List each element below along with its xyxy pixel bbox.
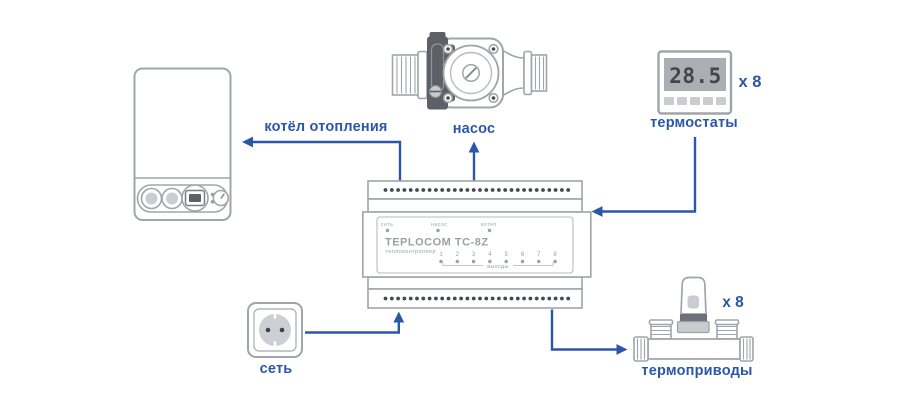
- pump-label: насос: [452, 121, 496, 137]
- outputs-bracket-right: [513, 262, 554, 266]
- boiler-illustration: [133, 67, 232, 221]
- socket-hole-icon: [279, 327, 285, 333]
- controller-indicator-label: сеть: [381, 222, 393, 228]
- actuators-multiplier: x 8: [722, 294, 744, 311]
- outputs-bracket-left: [442, 262, 483, 266]
- manifold-port: [648, 319, 674, 340]
- indicator-led-icon: [385, 228, 390, 233]
- svg-text:4: 4: [488, 252, 492, 258]
- socket-connector-line: [305, 321, 400, 334]
- indicator-led-icon: [436, 228, 440, 233]
- svg-text:5: 5: [505, 252, 509, 258]
- socket-notch: [273, 341, 277, 347]
- controller-strip: [367, 276, 583, 290]
- socket-arrowhead-icon: [393, 311, 405, 323]
- boiler-arrowhead-icon: [242, 136, 253, 148]
- manifold-port: [714, 319, 740, 340]
- thermostat-lcd: [664, 58, 726, 91]
- manifold-body: [647, 338, 741, 360]
- terminal-dots-bottom: [383, 296, 571, 301]
- controller-title: TEPLOCOM TC-8Z: [385, 237, 489, 249]
- controller-strip: [367, 198, 583, 213]
- svg-text:1: 1: [439, 252, 443, 258]
- actuators-arrowhead-icon: [616, 344, 628, 355]
- pump-pipe-left: [391, 50, 428, 100]
- terminal-dots-top: [383, 188, 571, 192]
- controller-subtitle: теплоконтроллер: [386, 249, 436, 255]
- actuators-connector-line: [550, 309, 618, 351]
- actuators-label: термоприводы: [641, 363, 753, 379]
- socket-label: сеть: [259, 361, 293, 377]
- thermostats-connector-line: [601, 137, 697, 213]
- controller-inner-panel: [376, 216, 574, 274]
- actuator-illustration: [633, 276, 754, 362]
- boiler-knob-icon: [161, 187, 183, 210]
- controller-illustration: сеть насос котел TEPLOCOM TC-8Z теплокон…: [362, 180, 592, 309]
- socket-notch: [273, 313, 277, 319]
- boiler-knob-icon: [140, 187, 163, 210]
- thermostats-arrowhead-icon: [591, 206, 603, 217]
- svg-text:6: 6: [521, 252, 525, 258]
- pump-corner-screws: [442, 43, 499, 104]
- pump-arrowhead-icon: [468, 141, 480, 153]
- outputs-row: 1 2 3 4 5 6 7 8: [439, 252, 557, 264]
- thermostat-illustration: 28.5: [657, 50, 733, 115]
- boiler-display-icon: [181, 184, 209, 212]
- pump-pipe-right: [501, 48, 548, 98]
- thermostats-label: термостаты: [650, 115, 738, 131]
- svg-text:3: 3: [472, 252, 476, 258]
- pump-illustration: [391, 32, 548, 110]
- socket-hole-icon: [265, 327, 271, 333]
- manifold-thread-left: [633, 336, 649, 362]
- socket-illustration: [247, 302, 303, 358]
- pump-head-icon: [442, 44, 500, 102]
- thermostat-buttons: [664, 97, 726, 105]
- boiler-connector-line: [251, 140, 402, 181]
- boiler-body: [133, 67, 232, 221]
- indicator-led-icon: [487, 228, 492, 233]
- thermostat-display-value: 28.5: [669, 64, 722, 88]
- controller-indicator-label: насос: [431, 222, 447, 228]
- thermostats-multiplier: x 8: [738, 73, 762, 91]
- boiler-gauge-icon: [212, 189, 230, 207]
- socket-well: [259, 314, 291, 346]
- svg-text:2: 2: [456, 252, 460, 258]
- outputs-label: выходы: [487, 264, 509, 270]
- manifold-thread-right: [739, 336, 754, 362]
- controller-indicator-label: котел: [481, 222, 497, 228]
- svg-text:7: 7: [537, 252, 541, 258]
- boiler-label: котёл отопления: [264, 119, 388, 135]
- svg-text:8: 8: [553, 252, 557, 258]
- actuator-head-icon: [676, 276, 710, 334]
